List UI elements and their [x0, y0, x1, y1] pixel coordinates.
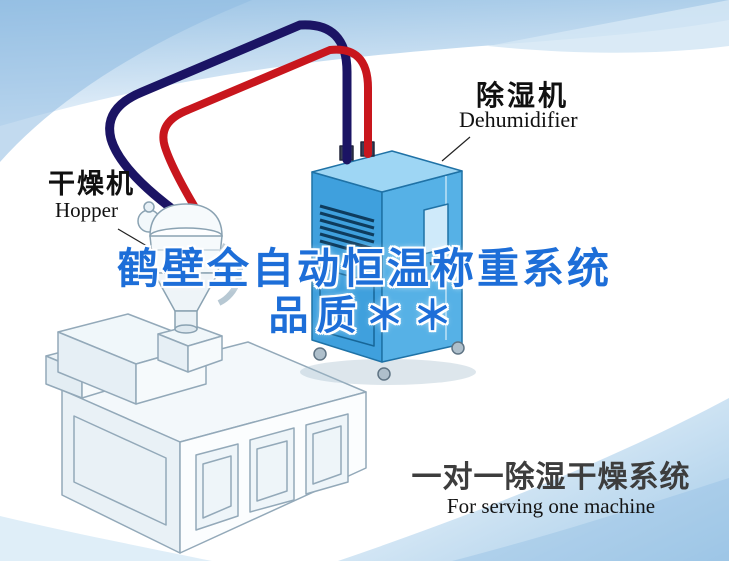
control-box [423, 203, 449, 255]
top-left-swoosh [0, 0, 252, 162]
machine-panel [195, 443, 239, 531]
front-recessed-panel [319, 267, 375, 347]
hopper-leader-line [117, 228, 158, 253]
machine-panel-inner [202, 455, 232, 519]
machine-front-door [73, 415, 167, 526]
caption-en: For serving one machine [446, 494, 656, 518]
top-right-swoosh [488, 0, 729, 53]
feed-pedestal-right [187, 335, 223, 373]
dehumidifier-leader-line [441, 136, 471, 162]
dehumidifier-label-en: Dehumidifier [459, 107, 578, 132]
dehumidifier-label-cn: 除湿机 [476, 80, 570, 111]
hopper-motor-cap [143, 201, 155, 213]
red-pipe [159, 45, 372, 228]
main-title-line1: 鹤壁全自动恒温称重系统 [116, 245, 612, 292]
machine-panel [249, 427, 295, 513]
hopper-label-en: Hopper [55, 198, 118, 222]
bottom-right-swoosh-dark [452, 478, 729, 561]
pipes [105, 20, 372, 228]
hopper-dome [149, 203, 223, 237]
dehumidifier-machine [300, 141, 476, 385]
main-title-line2: 品质＊＊ [268, 294, 461, 338]
injection-molding-machine [45, 313, 367, 554]
machine-panel [305, 413, 349, 495]
caption-cn: 一对一除湿干燥系统 [411, 461, 691, 494]
machine-panel-inner [312, 425, 342, 485]
hopper-dryer [137, 201, 243, 334]
bottom-right-swoosh [338, 398, 729, 561]
bottom-left-swoosh [0, 516, 212, 561]
vent-grille-icon [319, 204, 375, 258]
hopper-side-pipe [217, 243, 243, 306]
door-handle [429, 258, 445, 266]
casters [313, 341, 465, 381]
dehumidifier-top-face [311, 150, 463, 193]
hopper-label-cn: 干燥机 [48, 169, 135, 199]
navy-pipe [105, 20, 352, 224]
machine-panel-inner [256, 440, 288, 502]
leader-lines [117, 136, 471, 253]
top-swoosh [0, 0, 729, 126]
hopper-outlet-rim [174, 324, 198, 334]
